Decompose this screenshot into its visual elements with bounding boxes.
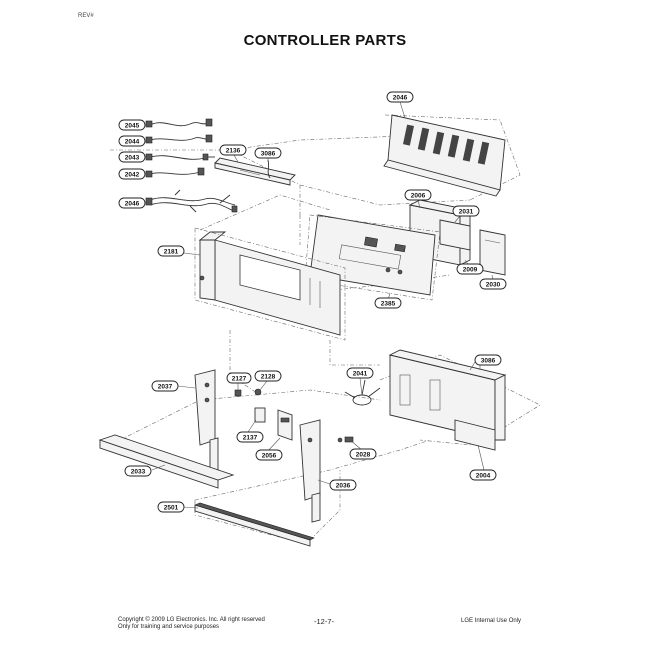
callout-2043: 2043 [118, 151, 146, 163]
usage-text: Only for training and service purposes [118, 624, 220, 630]
main-bracket-3086 [388, 349, 507, 451]
callout-label: 2181 [164, 249, 179, 256]
sensor-bracket-2136 [214, 157, 296, 186]
callout-2137: 2137 [236, 431, 264, 443]
trim-strip-2501 [194, 502, 315, 547]
callout-label: 3086 [261, 151, 276, 158]
callout-2030: 2030 [479, 278, 507, 290]
footer-copyright: Copyright © 2009 LG Electronics. Inc. Al… [118, 617, 265, 631]
callout-2127: 2127 [226, 372, 252, 384]
callout-label: 2036 [336, 483, 351, 490]
callout-2028: 2028 [349, 448, 377, 460]
callout-2004: 2004 [469, 469, 497, 481]
callout-label: 2501 [164, 505, 179, 512]
callout-label: 2044 [125, 139, 140, 146]
control-panel-frame-2181 [198, 231, 341, 336]
callout-2128: 2128 [254, 370, 282, 382]
callout-label: 2046 [393, 95, 408, 102]
callout-2031: 2031 [452, 205, 480, 217]
page-title: CONTROLLER PARTS [243, 32, 407, 49]
callout-2037: 2037 [151, 380, 179, 392]
wire-harness-2045 [145, 118, 213, 128]
assembly-guide-lines [110, 114, 541, 546]
callout-label: 2009 [463, 267, 478, 274]
side-bracket-2036 [299, 419, 354, 523]
page-number: -12-7- [314, 617, 335, 626]
callout-2385: 2385 [374, 297, 402, 309]
callout-label: 2056 [262, 453, 277, 460]
copyright-text: Copyright © 2009 LG Electronics. Inc. Al… [118, 617, 265, 623]
callout-label: 2041 [353, 371, 368, 378]
rear-vent-cover [383, 114, 506, 197]
callout-2041: 2041 [346, 367, 374, 379]
callout-label: 2127 [232, 376, 247, 383]
callout-2009: 2009 [456, 263, 484, 275]
callout-label: 2028 [356, 452, 371, 459]
callout-label: 2033 [131, 469, 146, 476]
callout-2042: 2042 [118, 168, 146, 180]
wire-harness-2044 [145, 134, 213, 144]
callout-2136: 2136 [219, 144, 247, 156]
callout-label: 2043 [125, 155, 140, 162]
callout-2046-harness: 2046 [118, 197, 146, 209]
revision-code: REV# [78, 13, 94, 19]
callout-label: 2136 [226, 148, 241, 155]
callout-2044: 2044 [118, 135, 146, 147]
callout-2056: 2056 [255, 449, 283, 461]
bottom-rail-2033 [98, 434, 235, 489]
callout-2045: 2045 [118, 119, 146, 131]
callout-label: 2137 [243, 435, 258, 442]
pcb-outline [304, 214, 441, 301]
callout-label: 2128 [261, 374, 276, 381]
callout-label: 2004 [476, 473, 491, 480]
callout-label: 3086 [481, 358, 496, 365]
callout-3086-bracket: 3086 [474, 354, 502, 366]
callout-2181: 2181 [157, 245, 185, 257]
callout-2501: 2501 [157, 501, 185, 513]
callout-label: 2385 [381, 301, 396, 308]
callout-label: 2045 [125, 123, 140, 130]
small-parts [234, 388, 293, 441]
callout-2006: 2006 [404, 189, 432, 201]
internal-use-note: LGE Internal Use Only [461, 618, 522, 624]
wire-harness-2046 [145, 189, 238, 213]
callout-label: 2037 [158, 384, 173, 391]
callout-3086-top: 3086 [254, 147, 282, 159]
callout-label: 2046 [125, 201, 140, 208]
wire-harness-2042 [145, 167, 205, 178]
wire-harness-2043 [145, 153, 215, 161]
callout-2036: 2036 [329, 479, 357, 491]
wire-2041 [344, 379, 381, 406]
callout-2033: 2033 [124, 465, 152, 477]
callout-2046-cover: 2046 [386, 91, 414, 103]
callout-label: 2031 [459, 209, 474, 216]
callout-label: 2030 [486, 282, 501, 289]
frame-outline [194, 227, 346, 341]
callout-label: 2006 [411, 193, 426, 200]
control-pcb-2385 [309, 214, 436, 296]
callout-label: 2042 [125, 172, 140, 179]
